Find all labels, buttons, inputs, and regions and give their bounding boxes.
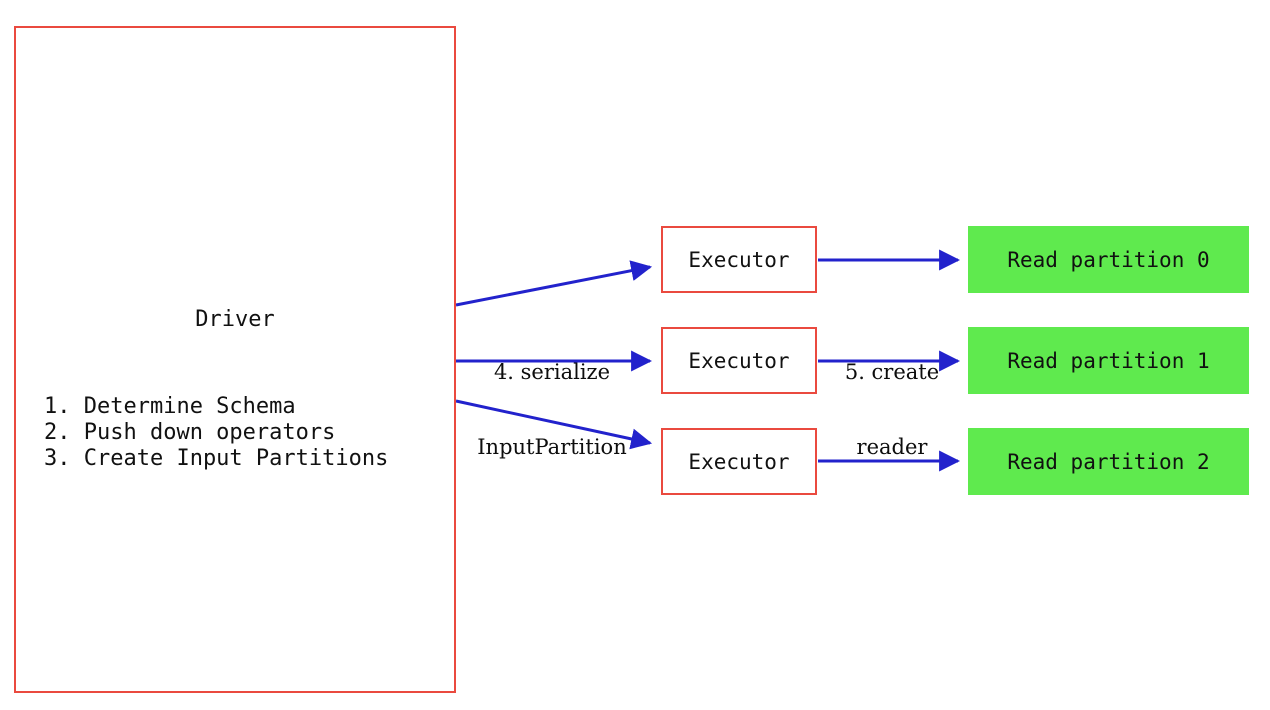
executor-box-1: Executor: [661, 226, 817, 293]
arrow-driver-to-executor-1: [455, 260, 653, 307]
driver-step-3: 3. Create Input Partitions: [44, 446, 389, 471]
arrow-driver-to-executor-3: [455, 399, 653, 450]
partition-box-0: Read partition 0: [968, 226, 1249, 293]
driver-step-1: 1. Determine Schema: [44, 394, 296, 419]
driver-title: Driver: [195, 307, 275, 332]
partition-label: Read partition 1: [1007, 348, 1210, 373]
edge-label-serialize-input-partition: 4. serialize InputPartition: [462, 310, 642, 510]
driver-step-2: 2. Push down operators: [44, 420, 336, 445]
partition-label: Read partition 2: [1007, 449, 1210, 474]
executor-label: Executor: [688, 449, 790, 474]
edge-label-create-reader: 5. create reader: [822, 310, 962, 510]
executor-box-2: Executor: [661, 327, 817, 394]
edge-label-line-2: reader: [856, 435, 928, 459]
edge-label-line-1: 5. create: [844, 360, 940, 384]
executor-label: Executor: [688, 348, 790, 373]
partition-box-1: Read partition 1: [968, 327, 1249, 394]
partition-box-2: Read partition 2: [968, 428, 1249, 495]
edge-label-line-2: InputPartition: [477, 435, 627, 459]
partition-label: Read partition 0: [1007, 247, 1210, 272]
executor-box-3: Executor: [661, 428, 817, 495]
driver-box: Driver 1. Determine Schema 2. Push down …: [14, 26, 456, 693]
executor-label: Executor: [688, 247, 790, 272]
edge-label-line-1: 4. serialize: [493, 360, 611, 384]
